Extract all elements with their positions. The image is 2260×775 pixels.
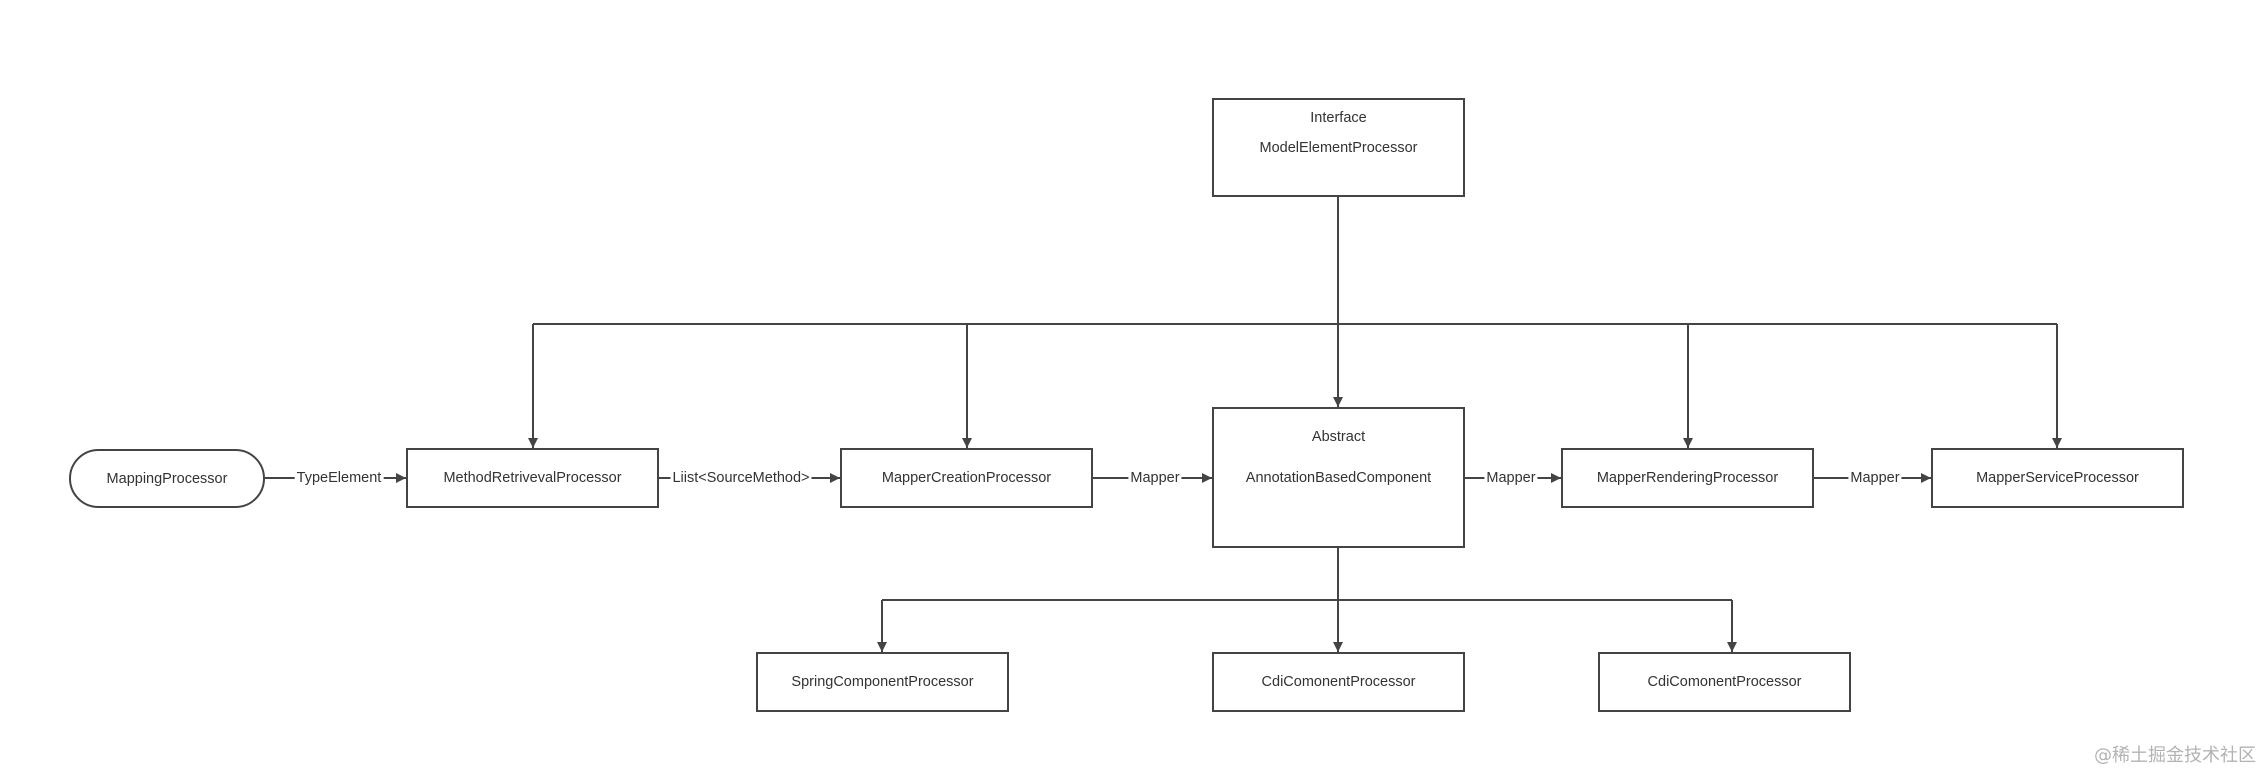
edge-label-mapper-2: Mapper: [1484, 469, 1538, 487]
mapper-rendering-node: MapperRenderingProcessor: [1561, 448, 1814, 508]
interface-node: Interface ModelElementProcessor: [1212, 98, 1465, 197]
interface-name: ModelElementProcessor: [1259, 139, 1418, 156]
mapper-creation-label: MapperCreationProcessor: [881, 470, 1052, 486]
mapper-service-label: MapperServiceProcessor: [1976, 470, 2139, 486]
mapping-processor-node: MappingProcessor: [69, 449, 265, 508]
mapper-service-node: MapperServiceProcessor: [1931, 448, 2184, 508]
method-retrieval-node: MethodRetrivevalProcessor: [406, 448, 659, 508]
abstract-component-node: Abstract AnnotationBasedComponent: [1212, 407, 1465, 548]
method-retrieval-label: MethodRetrivevalProcessor: [443, 470, 622, 486]
abstract-component-name: AnnotationBasedComponent: [1245, 469, 1432, 486]
mapping-processor-label: MappingProcessor: [106, 470, 228, 487]
spring-component-node: SpringComponentProcessor: [756, 652, 1009, 712]
cdi-component-node-2: CdiComonentProcessor: [1598, 652, 1851, 712]
edge-label-mapper-1: Mapper: [1128, 469, 1182, 487]
edge-label-type-element: TypeElement: [294, 469, 384, 487]
edge-label-mapper-3: Mapper: [1848, 469, 1902, 487]
edge-label-source-method-list: Liist<SourceMethod>: [670, 469, 812, 487]
mapper-creation-node: MapperCreationProcessor: [840, 448, 1093, 508]
cdi-component-label-1: CdiComonentProcessor: [1261, 674, 1416, 690]
interface-stereotype: Interface: [1310, 110, 1367, 126]
watermark: @稀土掘金技术社区: [2094, 745, 2256, 766]
cdi-component-label-2: CdiComonentProcessor: [1647, 674, 1802, 690]
cdi-component-node-1: CdiComonentProcessor: [1212, 652, 1465, 712]
abstract-stereotype: Abstract: [1311, 429, 1366, 445]
mapper-rendering-label: MapperRenderingProcessor: [1596, 470, 1779, 486]
spring-component-label: SpringComponentProcessor: [791, 674, 974, 690]
